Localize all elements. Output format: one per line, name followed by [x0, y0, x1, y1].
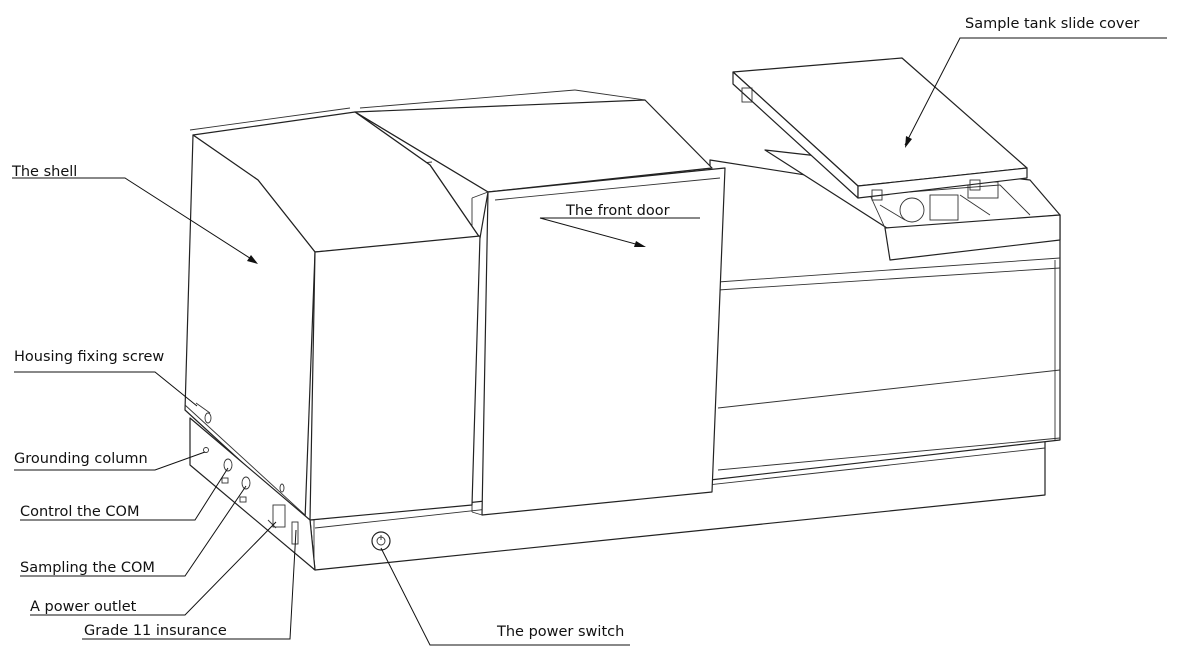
leader-power-switch	[380, 547, 630, 646]
leader-slide-cover	[904, 37, 1167, 148]
power-outlet-port	[272, 504, 286, 528]
label-sampling-com: Sampling the COM	[20, 560, 155, 576]
label-insurance: Grade 11 insurance	[84, 623, 227, 639]
grounding-column-port	[203, 447, 209, 453]
front-door-panel	[471, 167, 726, 516]
leader-power-outlet	[30, 521, 277, 616]
label-power-switch: The power switch	[496, 624, 624, 640]
leader-front-door	[539, 217, 700, 247]
label-power-outlet: A power outlet	[30, 599, 137, 615]
label-front-door: The front door	[565, 203, 670, 219]
slide-cover	[732, 57, 1028, 201]
label-housing-screw: Housing fixing screw	[14, 349, 164, 365]
label-shell: The shell	[11, 164, 77, 180]
leader-shell	[12, 177, 258, 264]
leader-housing-screw	[14, 371, 198, 407]
shell	[184, 107, 481, 521]
leader-control-com	[20, 467, 229, 521]
side-port-panel	[189, 402, 316, 571]
sampling-com-port	[241, 476, 251, 490]
label-grounding: Grounding column	[14, 451, 148, 467]
leader-grounding	[14, 451, 206, 471]
leader-sampling-com	[20, 485, 247, 577]
power-switch-button	[371, 531, 391, 551]
leader-insurance	[82, 529, 297, 640]
control-com-port	[223, 458, 233, 472]
label-control-com: Control the COM	[20, 504, 139, 520]
label-slide-cover: Sample tank slide cover	[965, 16, 1139, 32]
